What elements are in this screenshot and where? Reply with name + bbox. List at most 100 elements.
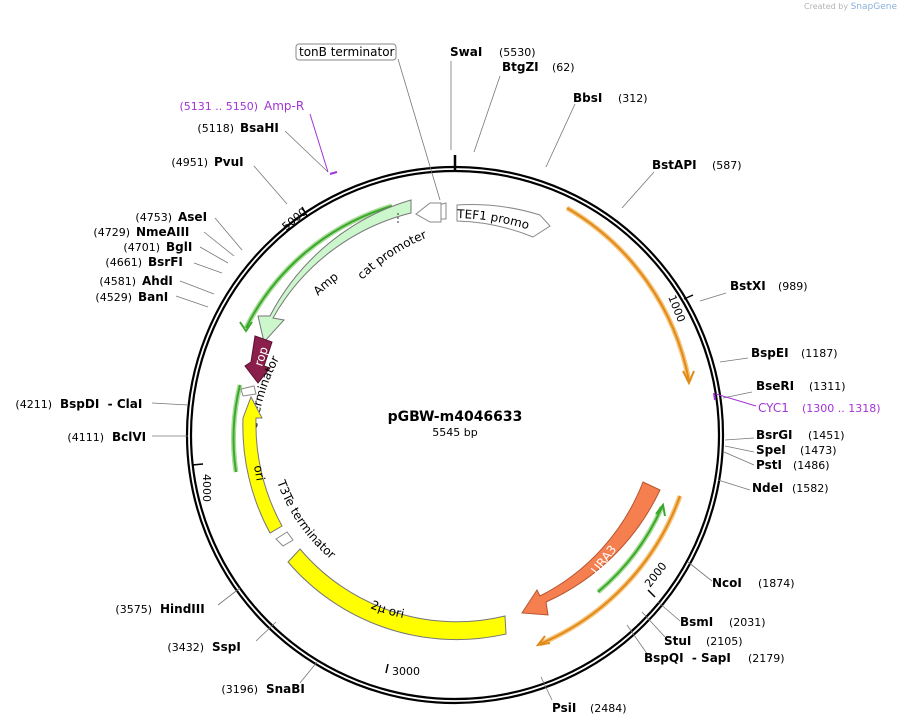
tef1-promoter-arrow[interactable] (456, 204, 551, 238)
tonb-callout-box[interactable] (295, 43, 397, 61)
enzyme-label-nmeaiii[interactable]: (4729) NmeAIII (93, 225, 189, 239)
green-arc-right-arrowhead (655, 502, 666, 517)
plasmid-size: 5545 bp (432, 426, 477, 439)
svg-text:(4661): (4661) (105, 256, 142, 269)
enzyme-label-bani[interactable]: (4529) BanI (95, 290, 168, 304)
svg-text:(3196): (3196) (221, 683, 258, 696)
enzyme-label-swai[interactable]: SwaI (5530) (450, 45, 536, 59)
svg-text:HindIII: HindIII (160, 602, 205, 616)
svg-text:(62): (62) (552, 61, 575, 74)
svg-text:PsiI: PsiI (552, 701, 576, 715)
enzyme-label-bsmi[interactable]: BsmI (2031) (680, 615, 766, 629)
enzyme-label-bclvi[interactable]: (4111) BclVI (67, 430, 146, 444)
green-arc-ampr-arrowhead (239, 321, 253, 333)
enzyme-label-bsahi[interactable]: (5118) BsaHI (197, 121, 278, 135)
ura3-arrow[interactable] (521, 481, 661, 616)
two-micron-ori-feature[interactable] (287, 548, 507, 641)
svg-text:(1311): (1311) (809, 380, 846, 393)
enzyme-label-ndei[interactable]: NdeI (1582) (752, 481, 829, 495)
enzyme-label-bgli[interactable]: (4701) BglI (123, 240, 192, 254)
svg-text:(5530): (5530) (499, 46, 536, 59)
ampr-arrow[interactable] (257, 199, 412, 344)
tick-label-5000: 5000 (280, 205, 310, 233)
svg-text:(1300 .. 1318): (1300 .. 1318) (802, 402, 881, 415)
orange-arc-bottom (539, 495, 681, 645)
svg-text:BclVI: BclVI (112, 430, 146, 444)
enzyme-label-ncoi[interactable]: NcoI (1874) (712, 576, 795, 590)
enzyme-label-btgzi[interactable]: BtgZI (62) (502, 60, 575, 74)
enzyme-leader-lines (151, 58, 755, 701)
tick-mark-2000 (647, 589, 656, 598)
t3te-terminator-feature[interactable] (275, 531, 294, 547)
svg-text:BstAPI: BstAPI (652, 158, 697, 172)
enzyme-label-bstxi[interactable]: BstXI (989) (730, 279, 808, 293)
svg-text:AseI: AseI (178, 210, 207, 224)
svg-text:(1187): (1187) (801, 347, 838, 360)
svg-text:(5118): (5118) (197, 122, 234, 135)
svg-text:NdeI: NdeI (752, 481, 783, 495)
svg-text:CYC1: CYC1 (758, 401, 789, 415)
ori-arrow[interactable] (242, 395, 283, 534)
enzyme-label-bseri[interactable]: BseRI (1311) (756, 379, 846, 393)
enzyme-label-sspi[interactable]: (3432) SspI (167, 640, 240, 654)
enzyme-label-bstapi[interactable]: BstAPI (587) (652, 158, 742, 172)
svg-text:(4529): (4529) (95, 291, 132, 304)
svg-text:(3432): (3432) (167, 641, 204, 654)
svg-text:(1582): (1582) (792, 482, 829, 495)
svg-text:Amp-R: Amp-R (264, 99, 304, 113)
svg-text:(4581): (4581) (99, 275, 136, 288)
t7te-terminator-feature[interactable] (240, 385, 257, 397)
enzyme-label-ahdi[interactable]: (4581) AhdI (99, 274, 172, 288)
svg-text:AhdI: AhdI (142, 274, 173, 288)
tick-mark-5000 (301, 206, 308, 217)
primer-label-cyc1[interactable]: CYC1 (1300 .. 1318) (758, 401, 881, 415)
enzyme-label-hindiii[interactable]: (3575) HindIII (115, 602, 204, 616)
svg-text:(1486): (1486) (793, 459, 830, 472)
enzyme-label-spei[interactable]: SpeI (1473) (756, 443, 837, 457)
enzyme-label-bbsi[interactable]: BbsI (312) (573, 91, 648, 105)
svg-text:(2179): (2179) (748, 652, 785, 665)
svg-text:BtgZI: BtgZI (502, 60, 539, 74)
enzyme-label-asei[interactable]: (4753) AseI (135, 210, 207, 224)
green-arc-left (232, 384, 241, 473)
enzyme-label-psii[interactable]: PsiI (2484) (552, 701, 627, 715)
svg-text:BbsI: BbsI (573, 91, 602, 105)
tick-mark-3000 (385, 663, 389, 674)
svg-text:(4211): (4211) (15, 398, 52, 411)
cat-promoter-arrow[interactable] (415, 202, 442, 223)
tick-mark-1000 (683, 294, 694, 300)
rop-arrow[interactable] (244, 335, 273, 384)
svg-text:BglI: BglI (166, 240, 192, 254)
svg-text:BseRI: BseRI (756, 379, 794, 393)
enzyme-label-bspqi-sapi[interactable]: BspQI - SapI (2179) (644, 651, 785, 665)
cyc1-primer-mark (713, 392, 716, 401)
svg-text:StuI: StuI (664, 634, 691, 648)
enzyme-label-bsrgi[interactable]: BsrGI (1451) (756, 428, 845, 442)
svg-text:BsrGI: BsrGI (756, 428, 793, 442)
cat-promoter-label: cat promoter (355, 227, 429, 282)
svg-text:BsmI: BsmI (680, 615, 713, 629)
orange-arc-top-halo (565, 205, 692, 382)
svg-text:(2105): (2105) (706, 635, 743, 648)
svg-text:(1874): (1874) (758, 577, 795, 590)
svg-text:(4701): (4701) (123, 241, 160, 254)
tick-label-3000: 3000 (392, 665, 420, 678)
enzyme-label-pvui[interactable]: (4951) PvuI (171, 155, 243, 169)
enzyme-label-bsrfi[interactable]: (4661) BsrFI (105, 255, 182, 269)
svg-text:(2031): (2031) (729, 616, 766, 629)
svg-text:(4753): (4753) (135, 211, 172, 224)
svg-text:(2484): (2484) (590, 702, 627, 715)
t3te-terminator-label: T3Te terminator (274, 477, 338, 562)
enzyme-label-bspdi-clai[interactable]: (4211) BspDI - ClaI (15, 397, 142, 411)
enzyme-label-snabi[interactable]: (3196) SnaBI (221, 682, 304, 696)
green-arc-right (597, 506, 663, 593)
backbone-inner (189, 169, 721, 701)
cyc1-primer-line (715, 393, 757, 407)
enzyme-label-stui[interactable]: StuI (2105) (664, 634, 743, 648)
enzyme-label-bspei[interactable]: BspEI (1187) (751, 346, 838, 360)
enzyme-label-psti[interactable]: PstI (1486) (756, 458, 830, 472)
primer-label-amp-r[interactable]: (5131 .. 5150) Amp-R (179, 99, 304, 113)
tick-mark-4000 (191, 463, 204, 466)
svg-text:PstI: PstI (756, 458, 782, 472)
svg-text:SpeI: SpeI (756, 443, 786, 457)
